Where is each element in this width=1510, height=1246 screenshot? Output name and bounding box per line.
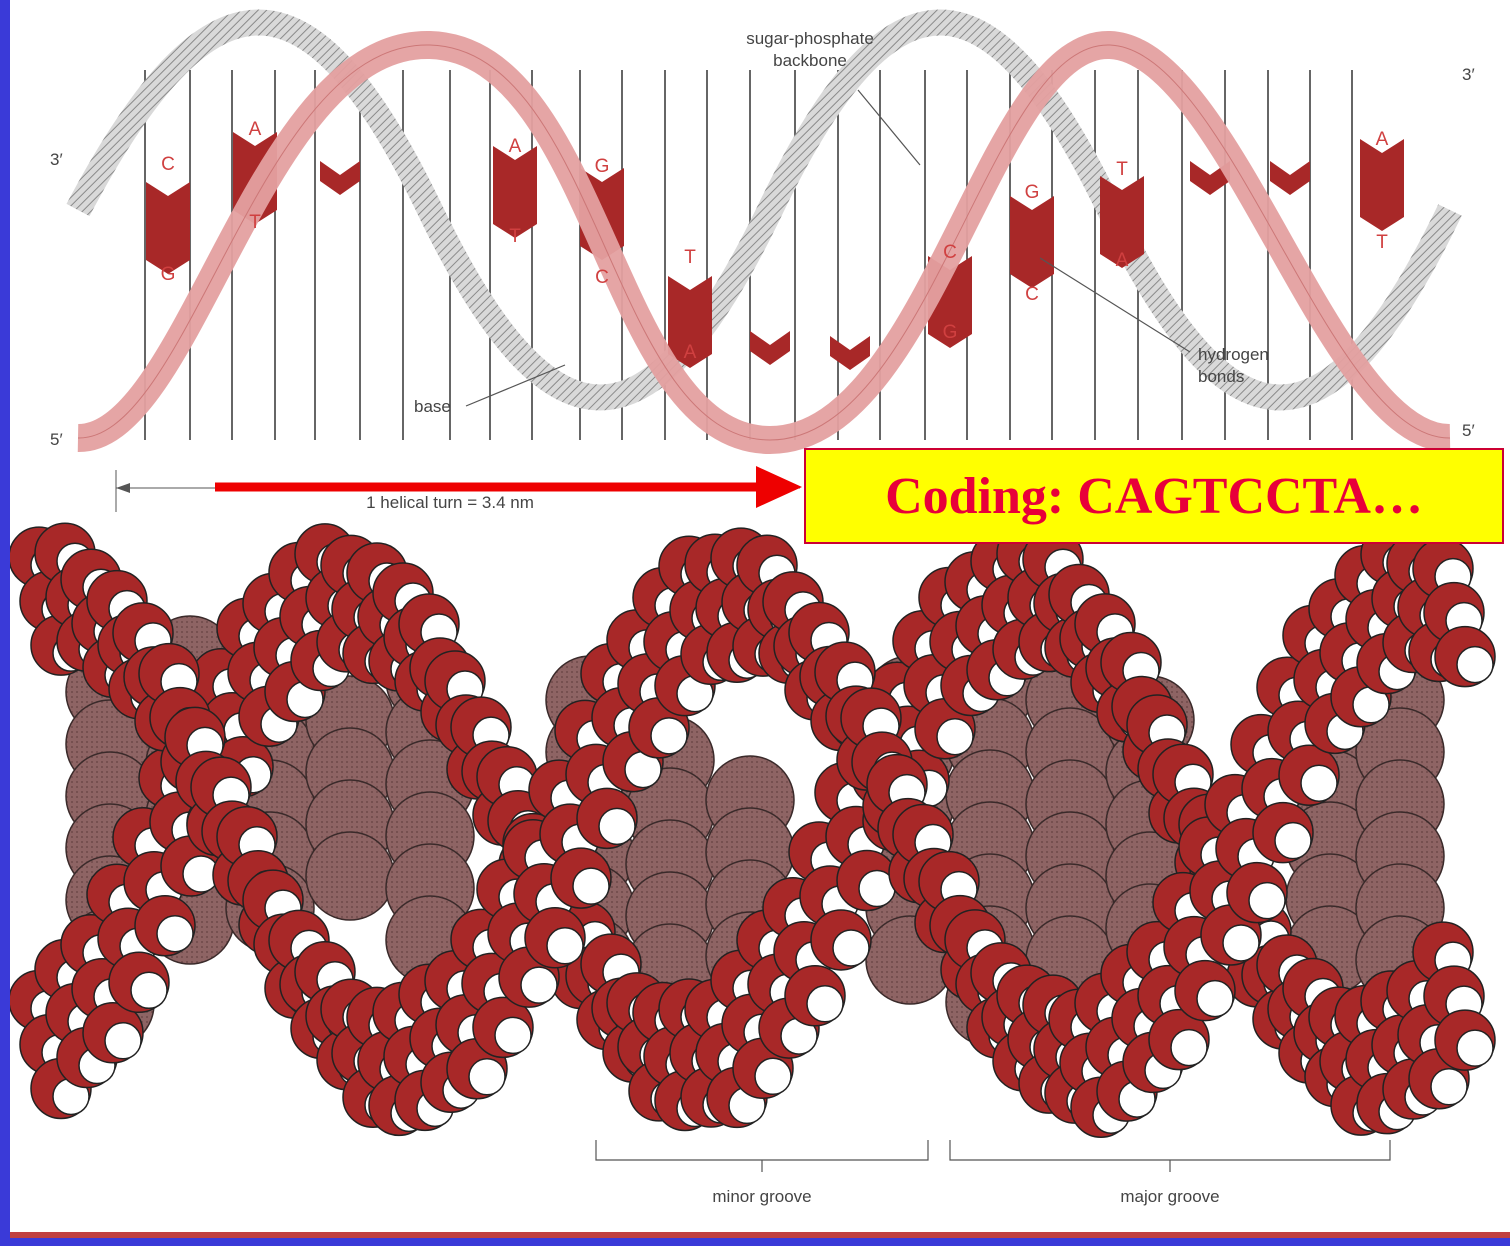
base-letter-bottom: A	[1116, 250, 1129, 271]
base-letter-top: A	[509, 136, 522, 157]
label-minor-groove: minor groove	[712, 1187, 811, 1206]
base-letter-bottom: G	[161, 264, 176, 285]
label-5prime-left: 5′	[50, 430, 63, 449]
base-letter-bottom: T	[509, 226, 521, 247]
base-letter-top: C	[161, 154, 175, 175]
base-pair	[1010, 196, 1054, 288]
base-letter-bottom: G	[943, 322, 958, 343]
base-letter-bottom: T	[249, 212, 261, 233]
coding-sequence-text: Coding: CAGTCCTA…	[885, 467, 1423, 526]
label-base: base	[414, 397, 451, 416]
space-filling-model	[10, 523, 1495, 1137]
base-pair	[1360, 139, 1404, 231]
label-5prime-right: 5′	[1462, 421, 1475, 440]
base-letter-top: T	[684, 247, 696, 268]
base-pair	[493, 146, 537, 238]
label-major-groove: major groove	[1120, 1187, 1219, 1206]
base-letter-bottom: C	[1025, 284, 1039, 305]
bottom-divider	[10, 1232, 1510, 1238]
label-helical-turn: 1 helical turn = 3.4 nm	[366, 493, 534, 512]
base-letter-top: T	[1116, 159, 1128, 180]
label-3prime-left: 3′	[50, 150, 63, 169]
coding-callout-box: Coding: CAGTCCTA…	[804, 448, 1504, 544]
base-letter-bottom: C	[595, 267, 609, 288]
base-letter-top: A	[249, 119, 262, 140]
base-pair	[146, 182, 190, 274]
base-letter-top: A	[1376, 129, 1389, 150]
base-letter-bottom: T	[1376, 232, 1388, 253]
base-letter-top: G	[1025, 182, 1040, 203]
base-letter-bottom: A	[684, 342, 697, 363]
base-letter-top: C	[943, 242, 957, 263]
base-letter-top: G	[595, 156, 610, 177]
label-3prime-right: 3′	[1462, 65, 1475, 84]
